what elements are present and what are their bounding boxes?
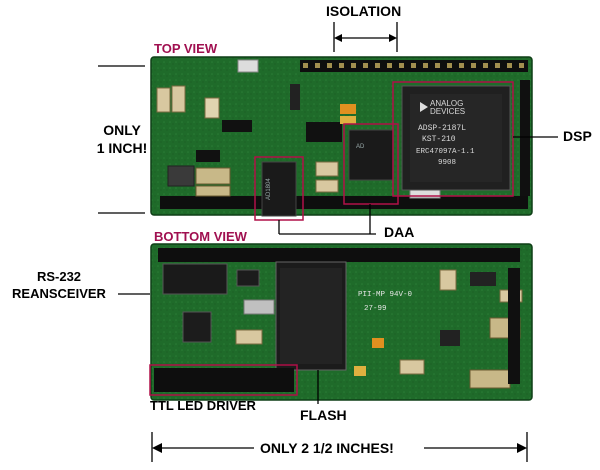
- annotation-lines: [98, 22, 558, 462]
- top-view-title: TOP VIEW: [154, 41, 218, 56]
- only-1-inch-label: ONLY 1 INCH!: [92, 121, 152, 157]
- dsp-chip-text-6: 9908: [438, 159, 456, 167]
- daa-chip-left: AD1804: [261, 161, 297, 217]
- pcb-code: 27-99: [364, 305, 387, 313]
- dsp-chip: ANALOG DEVICES ADSP-2187L KST-210 ERC470…: [401, 85, 511, 191]
- dsp-chip-text-5: ERC47097A-1.1: [416, 148, 475, 156]
- rs232-line1: RS-232: [36, 269, 82, 284]
- arrowheads: [152, 34, 527, 453]
- crystal: [243, 299, 275, 315]
- dsp-label: DSP: [563, 128, 592, 144]
- top-board: AD1804 AD ANALOG DEVICES ADSP-2187L KST-…: [150, 56, 533, 221]
- rs232-line2: REANSCEIVER: [12, 286, 106, 301]
- ttl-led-header: [154, 368, 294, 392]
- daa-chip-right: AD: [348, 129, 394, 181]
- only-2-half-inches-label: ONLY 2 1/2 INCHES!: [260, 440, 394, 456]
- daa-label: DAA: [384, 224, 415, 240]
- flash-label: FLASH: [300, 407, 347, 423]
- only-1-inch-line2: 1 INCH!: [96, 140, 148, 156]
- svg-text:AD1804: AD1804: [266, 178, 272, 200]
- bottom-view-title: BOTTOM VIEW: [154, 229, 247, 244]
- ttl-led-highlight: [149, 364, 298, 396]
- small-chip: [182, 311, 212, 343]
- dsp-chip-text-2: DEVICES: [430, 107, 465, 116]
- top-board-side-header: [520, 80, 530, 196]
- only-1-inch-line1: ONLY: [103, 122, 141, 138]
- bottom-board: PII-MP 94V-0 27-99: [149, 243, 533, 401]
- dsp-chip-text-4: KST-210: [422, 135, 456, 144]
- flash-chip: [275, 261, 347, 371]
- dsp-chip-text-1: ANALOG: [430, 99, 463, 108]
- bottom-board-side-header: [508, 268, 520, 384]
- rs232-chip: [162, 263, 228, 295]
- dsp-chip-text-3: ADSP-2187L: [418, 124, 466, 133]
- daa-highlight-right: [343, 123, 399, 205]
- ttl-led-driver-label: TTL LED DRIVER: [150, 398, 256, 413]
- pcb-marking: PII-MP 94V-0: [358, 291, 413, 299]
- bottom-board-top-pins: [158, 248, 520, 262]
- dsp-highlight: [392, 81, 514, 197]
- isolation-label: ISOLATION: [326, 3, 402, 19]
- rs232-label: RS-232 REANSCEIVER: [4, 268, 114, 302]
- svg-text:AD: AD: [356, 144, 365, 150]
- top-board-components: [156, 59, 441, 199]
